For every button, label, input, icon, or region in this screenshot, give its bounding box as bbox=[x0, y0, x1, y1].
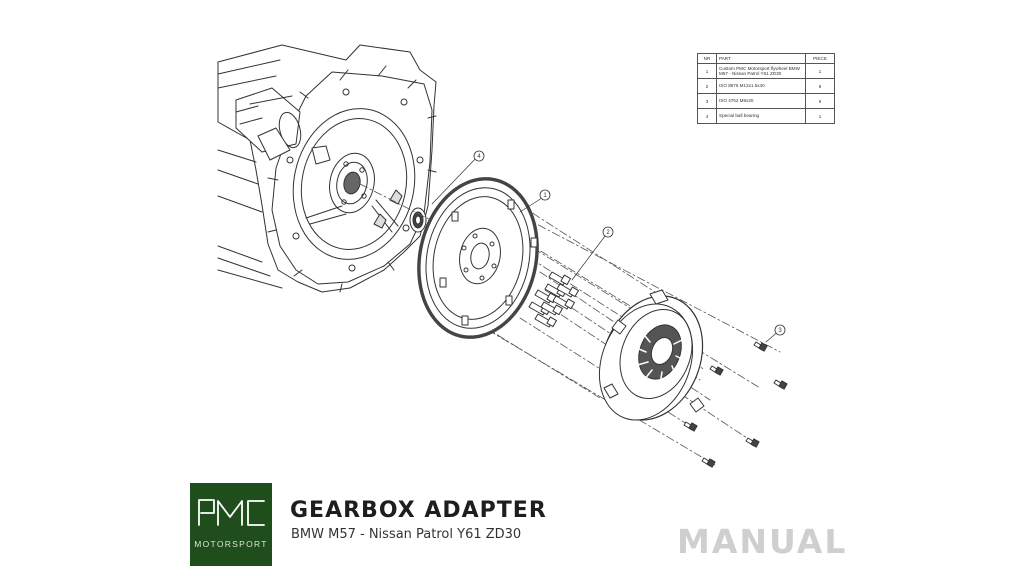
document-subtitle: BMW M57 - Nissan Patrol Y61 ZD30 bbox=[291, 527, 522, 542]
row-part: ISO 4762 M8x20 bbox=[716, 93, 806, 109]
table-row: 1 Custom PMC Motorsport flywheel BMW M57… bbox=[697, 63, 835, 79]
row-nr: 3 bbox=[697, 93, 717, 109]
callout-4-label: 4 bbox=[477, 154, 481, 160]
gearbox-housing bbox=[217, 44, 437, 293]
callout-1-label: 1 bbox=[543, 193, 547, 199]
header-part: PART bbox=[716, 53, 806, 64]
flywheel-bolts bbox=[528, 271, 579, 328]
callout-2-label: 2 bbox=[606, 230, 610, 236]
callouts bbox=[431, 150, 786, 343]
row-piece: 1 bbox=[805, 108, 835, 124]
row-piece: 1 bbox=[805, 63, 835, 79]
callout-3-label: 3 bbox=[778, 328, 782, 334]
row-nr: 1 bbox=[697, 63, 717, 79]
clutch-pressure-plate bbox=[598, 289, 705, 421]
row-part: ISO 8676 M12x1.5x40 bbox=[716, 78, 806, 94]
header-piece: PIECE bbox=[805, 53, 835, 64]
row-part: Special ball bearing bbox=[716, 108, 806, 124]
table-row: 2 ISO 8676 M12x1.5x40 8 bbox=[697, 78, 835, 94]
pmc-logo-mark bbox=[198, 499, 265, 526]
table-row: 3 ISO 4762 M8x20 6 bbox=[697, 93, 835, 109]
parts-table-header: NR PART PIECE bbox=[697, 53, 835, 64]
clutch-bolts bbox=[683, 341, 788, 468]
row-nr: 4 bbox=[697, 108, 717, 124]
table-row: 4 Special ball bearing 1 bbox=[697, 108, 835, 124]
row-piece: 8 bbox=[805, 78, 835, 94]
row-piece: 6 bbox=[805, 93, 835, 109]
row-part: Custom PMC Motorsport flywheel BMW M57 -… bbox=[716, 63, 806, 79]
header-nr: NR bbox=[697, 53, 717, 64]
pmc-motorsport-logo: MOTORSPORT bbox=[190, 483, 272, 566]
document-title: GEARBOX ADAPTER bbox=[290, 498, 547, 523]
logo-text: MOTORSPORT bbox=[194, 539, 268, 549]
row-nr: 2 bbox=[697, 78, 717, 94]
flywheel bbox=[417, 177, 539, 339]
document-type: MANUAL bbox=[677, 522, 848, 561]
parts-list-table: NR PART PIECE 1 Custom PMC Motorsport fl… bbox=[697, 53, 835, 124]
ball-bearing bbox=[409, 207, 427, 233]
